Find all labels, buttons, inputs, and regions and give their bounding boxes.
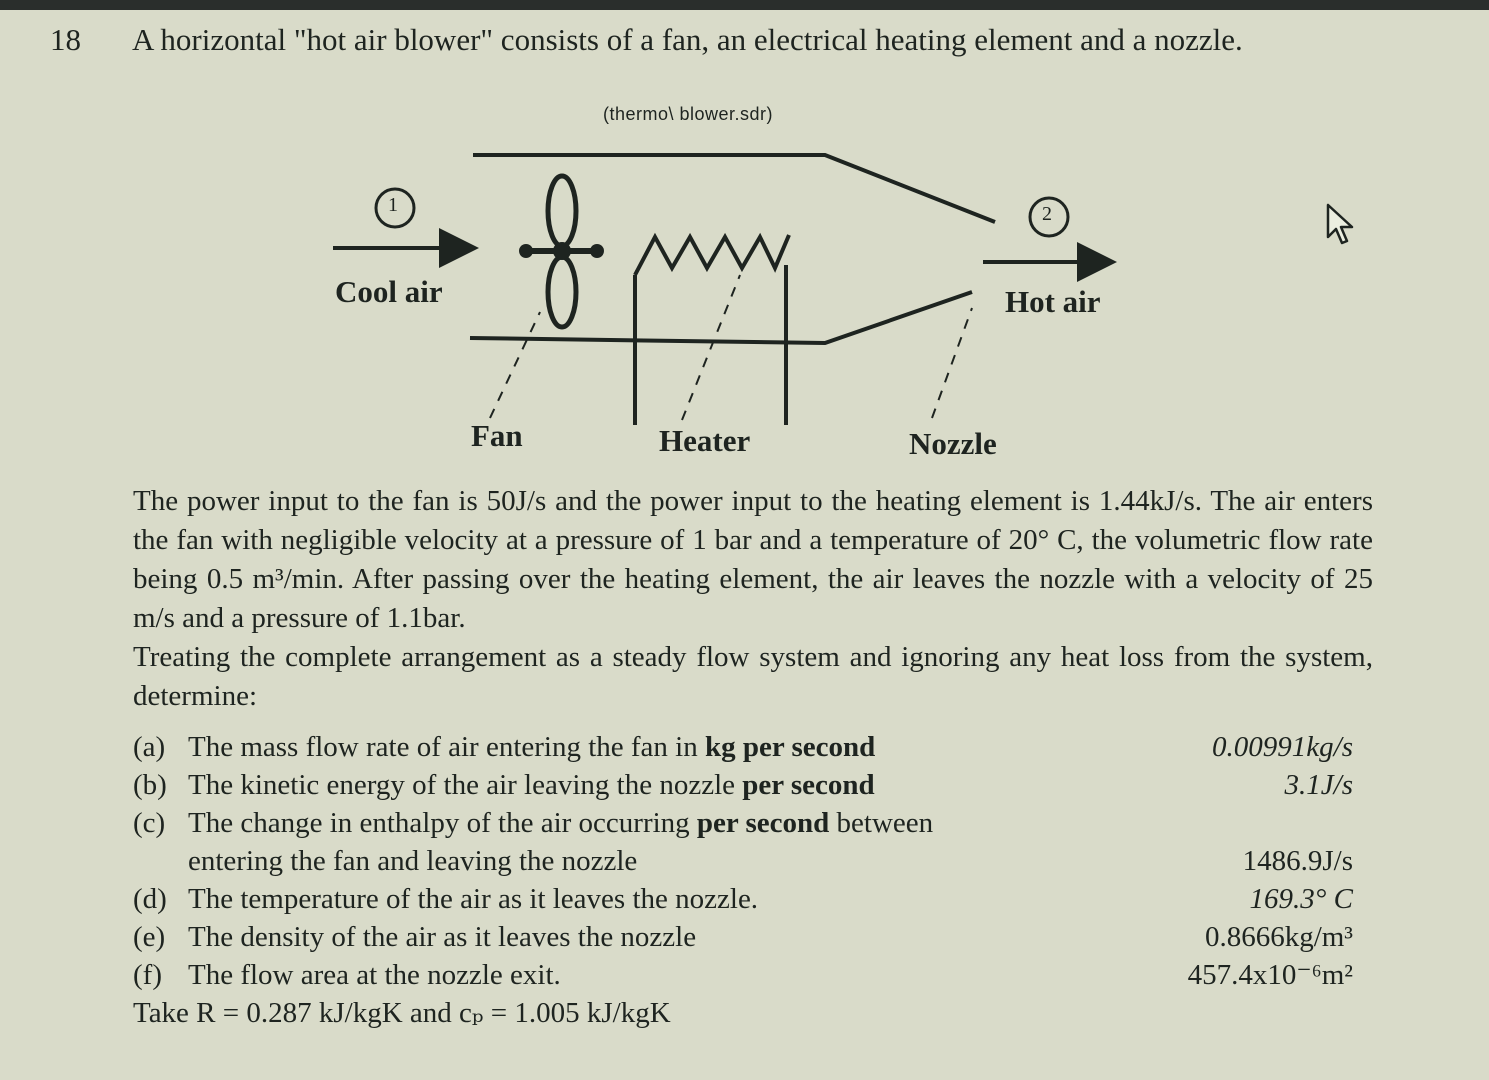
station-2-circle: [1028, 196, 1070, 238]
given-constants: Take R = 0.287 kJ/kgK and cₚ = 1.005 kJ/…: [133, 997, 671, 1029]
answer-c: 1486.9J/s: [1242, 845, 1353, 877]
heater-leader: [681, 274, 741, 421]
sub-questions: (a)The mass flow rate of air entering th…: [133, 728, 1353, 1032]
hot-air-label: Hot air: [1005, 284, 1101, 319]
statement-paragraph-2: Treating the complete arrangement as a s…: [133, 641, 1373, 712]
sub-question-b: (b)The kinetic energy of the air leaving…: [133, 766, 1353, 804]
answer-e: 0.8666kg/m³: [1204, 921, 1353, 953]
fan-symbol: [519, 173, 604, 330]
answer-d: 169.3° C: [1249, 883, 1353, 915]
sub-question-d: (d)The temperature of the air as it leav…: [133, 880, 1353, 918]
question-title: A horizontal "hot air blower" consists o…: [132, 22, 1243, 57]
nozzle-label: Nozzle: [909, 426, 997, 461]
fan-leader: [489, 311, 541, 419]
answer-b: 3.1J/s: [1284, 769, 1353, 801]
cool-air-label: Cool air: [335, 274, 443, 309]
duct-bottom-wall: [469, 290, 973, 346]
question-number: 18: [50, 22, 81, 57]
heater-coil: [633, 232, 791, 276]
statement-paragraph-1: The power input to the fan is 50J/s and …: [133, 485, 1373, 634]
station-2-number: 2: [1042, 203, 1052, 225]
duct-top-wall: [473, 153, 996, 224]
blower-diagram: [333, 153, 1117, 425]
nozzle-leader: [931, 307, 973, 419]
answer-f: 457.4x10⁻⁶m²: [1187, 959, 1353, 991]
sub-question-e: (e)The density of the air as it leaves t…: [133, 918, 1353, 956]
mouse-cursor-icon: [1326, 203, 1354, 245]
station-1-circle: [374, 187, 416, 229]
station-1-number: 1: [388, 194, 398, 216]
problem-statement: The power input to the fan is 50J/s and …: [133, 482, 1373, 716]
top-edge-bar: [0, 0, 1489, 10]
answer-a: 0.00991kg/s: [1212, 731, 1353, 763]
sub-question-c: (c)The change in enthalpy of the air occ…: [133, 804, 1353, 880]
heater-label: Heater: [659, 423, 751, 458]
sub-question-f: (f)The flow area at the nozzle exit. 457…: [133, 956, 1353, 994]
diagram-reference: (thermo\ blower.sdr): [603, 104, 774, 124]
sub-question-a: (a)The mass flow rate of air entering th…: [133, 728, 1353, 766]
fan-label: Fan: [471, 418, 523, 453]
